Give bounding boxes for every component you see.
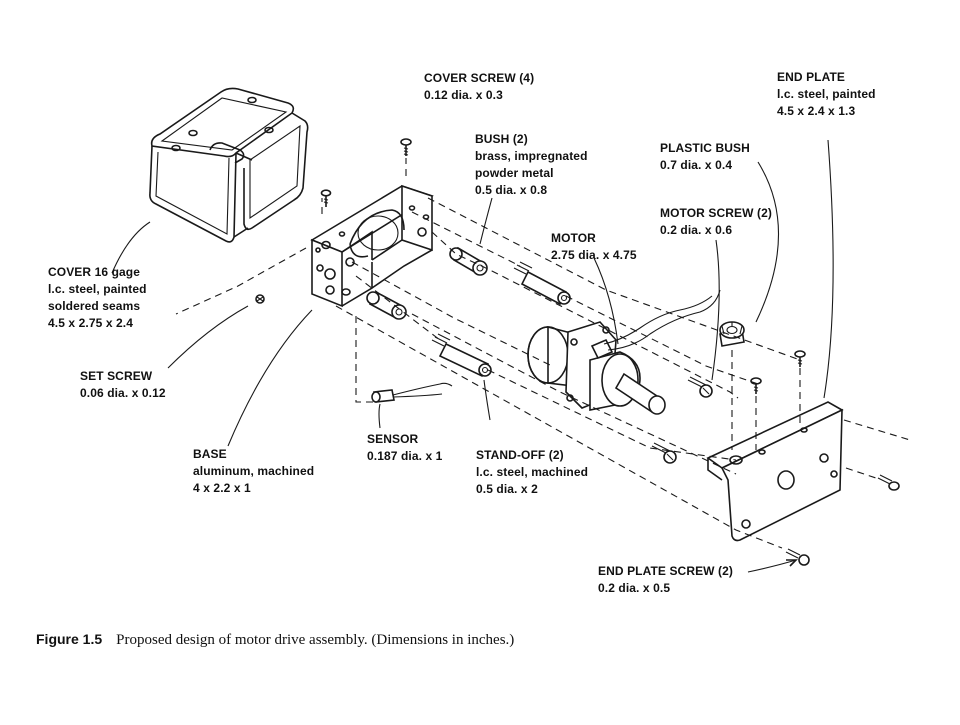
label-plastic-bush: PLASTIC BUSH 0.7 dia. x 0.4 — [660, 140, 750, 174]
label-set-screw: SET SCREW 0.06 dia. x 0.12 — [80, 368, 166, 402]
label-cover-screw: COVER SCREW (4) 0.12 dia. x 0.3 — [424, 70, 534, 104]
label-stand-off: STAND-OFF (2) l.c. steel, machined 0.5 d… — [476, 447, 588, 498]
plastic-bush-part — [719, 321, 745, 347]
bush-dims: 0.5 dia. x 0.8 — [475, 183, 548, 197]
end-plate-small-screws — [750, 350, 806, 394]
cover-screw-dims: 0.12 dia. x 0.3 — [424, 88, 503, 102]
bush-name: BUSH (2) — [475, 132, 528, 146]
plastic-bush-name: PLASTIC BUSH — [660, 141, 750, 155]
base-part — [310, 184, 434, 308]
leader-lines — [111, 139, 834, 573]
figure-caption-text: Proposed design of motor drive assembly.… — [116, 632, 515, 648]
plastic-bush-dims: 0.7 dia. x 0.4 — [660, 158, 733, 172]
motor-screw-name: MOTOR SCREW (2) — [660, 206, 772, 220]
bush-material-2: powder metal — [475, 166, 554, 180]
stand-off-dims: 0.5 dia. x 2 — [476, 482, 538, 496]
label-end-plate: END PLATE l.c. steel, painted 4.5 x 2.4 … — [777, 69, 876, 120]
label-sensor: SENSOR 0.187 dia. x 1 — [367, 431, 442, 465]
bush-material-1: brass, impregnated — [475, 149, 588, 163]
end-plate-part — [706, 401, 844, 542]
label-end-plate-screw: END PLATE SCREW (2) 0.2 dia. x 0.5 — [598, 563, 733, 597]
sensor-dims: 0.187 dia. x 1 — [367, 449, 443, 463]
sensor-name: SENSOR — [367, 432, 419, 446]
base-material: aluminum, machined — [193, 464, 315, 478]
motor-screw-dims: 0.2 dia. x 0.6 — [660, 223, 733, 237]
stand-off-upper-part — [513, 261, 571, 306]
cover-dims: 4.5 x 2.75 x 2.4 — [48, 316, 134, 330]
stand-off-name: STAND-OFF (2) — [476, 448, 564, 462]
sensor-part — [371, 382, 453, 403]
label-bush: BUSH (2) brass, impregnated powder metal… — [475, 131, 588, 199]
bush-lower-part — [366, 290, 407, 320]
figure-caption: Figure 1.5 Proposed design of motor drive… — [36, 631, 514, 649]
label-motor: MOTOR 2.75 dia. x 4.75 — [551, 230, 637, 264]
cover-seams: soldered seams — [48, 299, 141, 313]
end-plate-name: END PLATE — [777, 70, 846, 84]
cover-material: l.c. steel, painted — [48, 282, 147, 296]
end-plate-screw-part — [785, 474, 900, 566]
motor-screw-part — [651, 376, 713, 464]
set-screw-name: SET SCREW — [80, 369, 153, 383]
assembly-center-lines — [175, 158, 911, 549]
cover-part — [149, 87, 309, 243]
base-name: BASE — [193, 447, 227, 461]
end-plate-screw-dims: 0.2 dia. x 0.5 — [598, 581, 671, 595]
end-plate-screw-name: END PLATE SCREW (2) — [598, 564, 734, 578]
stand-off-lower-part — [431, 333, 492, 378]
stand-off-material: l.c. steel, machined — [476, 465, 589, 479]
label-base: BASE aluminum, machined 4 x 2.2 x 1 — [193, 446, 314, 497]
label-motor-screw: MOTOR SCREW (2) 0.2 dia. x 0.6 — [660, 205, 772, 239]
motor-dims: 2.75 dia. x 4.75 — [551, 248, 637, 262]
end-plate-dims: 4.5 x 2.4 x 1.3 — [777, 104, 856, 118]
set-screw-part — [255, 294, 265, 304]
motor-name: MOTOR — [551, 231, 596, 245]
bush-part — [449, 246, 488, 276]
label-cover: COVER 16 gage l.c. steel, painted solder… — [48, 264, 147, 332]
cover-screw-part — [320, 138, 412, 207]
base-dims: 4 x 2.2 x 1 — [193, 481, 251, 495]
figure-number: Figure 1.5 — [36, 631, 103, 647]
cover-name: COVER 16 gage — [48, 265, 140, 279]
end-plate-material: l.c. steel, painted — [777, 87, 876, 101]
motor-part — [527, 289, 721, 415]
set-screw-dims: 0.06 dia. x 0.12 — [80, 386, 166, 400]
cover-screw-name: COVER SCREW (4) — [424, 71, 535, 85]
